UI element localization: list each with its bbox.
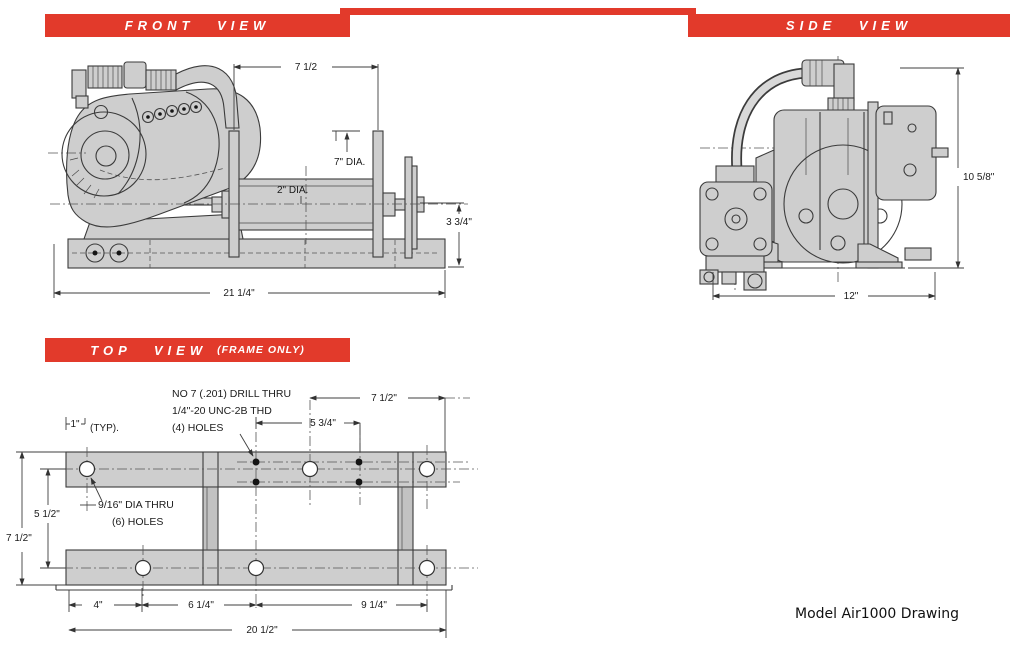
top-dim-frame-width: 7 1/2" (6, 451, 66, 586)
side-dim-overall-depth: 12" (712, 272, 936, 302)
side-view-drawing: 10 5/8" 12" (699, 56, 995, 302)
svg-text:9/16" DIA THRU: 9/16" DIA THRU (98, 499, 174, 511)
top-note-drill: NO 7 (.201) DRILL THRU 1/4"-20 UNC-2B TH… (172, 388, 291, 457)
front-dim-flange-spacing: 7 1/2 (233, 62, 379, 130)
side-dim-overall-height: 10 5/8" (900, 67, 995, 269)
top-view-title: TOP VIEW (90, 342, 208, 358)
svg-text:3 3/4": 3 3/4" (446, 217, 472, 228)
svg-text:7 1/2": 7 1/2" (6, 533, 32, 544)
header-red-strip (340, 8, 696, 15)
front-gear-housing (66, 88, 262, 228)
side-air-filter-unit (699, 165, 773, 291)
side-main-housing (773, 109, 877, 263)
top-dim-drill-span: 5 3/4" (255, 417, 361, 452)
side-drum-circle (783, 144, 903, 264)
front-base-bolt (85, 243, 105, 263)
front-dim-overall-length: 21 1/4" (53, 244, 446, 299)
top-dim-hole-span: 7 1/2" (309, 393, 446, 452)
top-view-banner: TOP VIEW (FRAME ONLY) (45, 338, 350, 362)
svg-text:12": 12" (844, 291, 859, 302)
svg-text:4": 4" (93, 600, 103, 611)
front-motor-end (61, 111, 147, 197)
front-drum-flange-right (372, 130, 384, 258)
svg-text:7 1/2: 7 1/2 (295, 62, 318, 73)
front-air-piping (71, 61, 240, 129)
front-base-bolt (109, 243, 129, 263)
svg-text:10 5/8": 10 5/8" (963, 172, 995, 183)
front-chain (141, 100, 203, 124)
side-foot-right (857, 243, 899, 263)
svg-text:20 1/2": 20 1/2" (246, 625, 278, 636)
svg-text:21 1/4": 21 1/4" (223, 288, 255, 299)
front-drum-flange-left (228, 130, 240, 258)
top-view-drawing: NO 7 (.201) DRILL THRU 1/4"-20 UNC-2B TH… (6, 388, 478, 638)
svg-text:1": 1" (70, 419, 80, 430)
top-cross-channel-left (202, 452, 219, 585)
front-view-banner: FRONT VIEW (45, 14, 350, 37)
front-dim-drum-dia: 7" DIA. (332, 130, 365, 168)
svg-text:6 1/4": 6 1/4" (188, 600, 214, 611)
front-dim-base-height: 3 3/4" (420, 202, 472, 268)
svg-text:7 1/2": 7 1/2" (371, 393, 397, 404)
drawing-title: Model Air1000 Drawing (795, 606, 960, 622)
front-dim-shaft-dia: 2" DIA. (277, 185, 308, 204)
side-view-title: SIDE VIEW (785, 18, 913, 33)
side-elbow-fitting (801, 59, 855, 113)
top-dim-typ: 1" (TYP). (65, 417, 119, 434)
front-brake-disc (382, 156, 425, 259)
top-dim-overall: 20 1/2" (68, 625, 447, 636)
top-drilled-holes (252, 458, 363, 486)
front-view-drawing: 7 1/2 7" DIA. 2" DIA. 3 3/4" 21 1/4" (48, 61, 472, 299)
svg-text:7" DIA.: 7" DIA. (334, 157, 365, 168)
front-base-plate (67, 238, 446, 269)
svg-text:2" DIA.: 2" DIA. (277, 185, 308, 196)
svg-text:(TYP).: (TYP). (90, 423, 119, 434)
front-view-title: FRONT VIEW (124, 18, 271, 33)
top-dim-rail-centers: 5 1/2" (34, 468, 66, 569)
top-dim-bottom-row: 4" 6 1/4" 9 1/4" (68, 588, 447, 638)
svg-text:(4) HOLES: (4) HOLES (172, 422, 223, 434)
top-mounting-holes (78, 460, 436, 577)
top-view-subtitle: (FRAME ONLY) (217, 344, 305, 356)
top-cross-channel-right (397, 452, 414, 585)
top-note-holes: 9/16" DIA THRU (6) HOLES (80, 477, 174, 528)
svg-text:9 1/4": 9 1/4" (361, 600, 387, 611)
svg-text:(6) HOLES: (6) HOLES (112, 516, 163, 528)
svg-text:5 1/2": 5 1/2" (34, 509, 60, 520)
svg-text:1/4"-20 UNC-2B THD: 1/4"-20 UNC-2B THD (172, 405, 272, 417)
svg-text:NO 7 (.201) DRILL THRU: NO 7 (.201) DRILL THRU (172, 388, 291, 400)
svg-text:5 3/4": 5 3/4" (310, 418, 336, 429)
side-view-banner: SIDE VIEW (688, 14, 1010, 37)
